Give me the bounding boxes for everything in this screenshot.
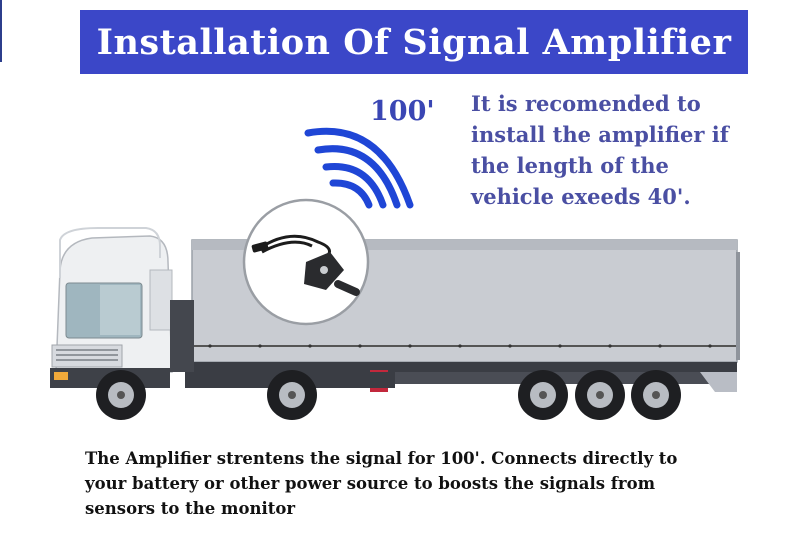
description-caption: The Amplifier strentens the signal for 1…: [85, 446, 765, 521]
caption-line: your battery or other power source to bo…: [85, 474, 656, 493]
recommendation-text: It is recomended to install the amplifie…: [471, 88, 791, 212]
caption-line: The Amplifier strentens the signal for 1…: [85, 449, 678, 468]
left-edge-line: [0, 0, 2, 62]
caption-line: sensors to the monitor: [85, 499, 296, 518]
wheels: [96, 370, 681, 420]
signal-waves-icon: [304, 127, 414, 209]
page-title: Installation Of Signal Amplifier: [96, 21, 732, 63]
recommendation-line: install the amplifier if: [471, 122, 729, 147]
recommendation-line: vehicle exeeds 40'.: [471, 184, 691, 209]
title-banner: Installation Of Signal Amplifier: [80, 10, 748, 74]
recommendation-line: It is recomended to: [471, 91, 701, 116]
recommendation-line: the length of the: [471, 153, 669, 178]
truck-cab: [50, 227, 395, 388]
trailer: [191, 239, 740, 392]
signal-range-label: 100': [370, 96, 435, 127]
amplifier-device-icon: [242, 198, 370, 326]
